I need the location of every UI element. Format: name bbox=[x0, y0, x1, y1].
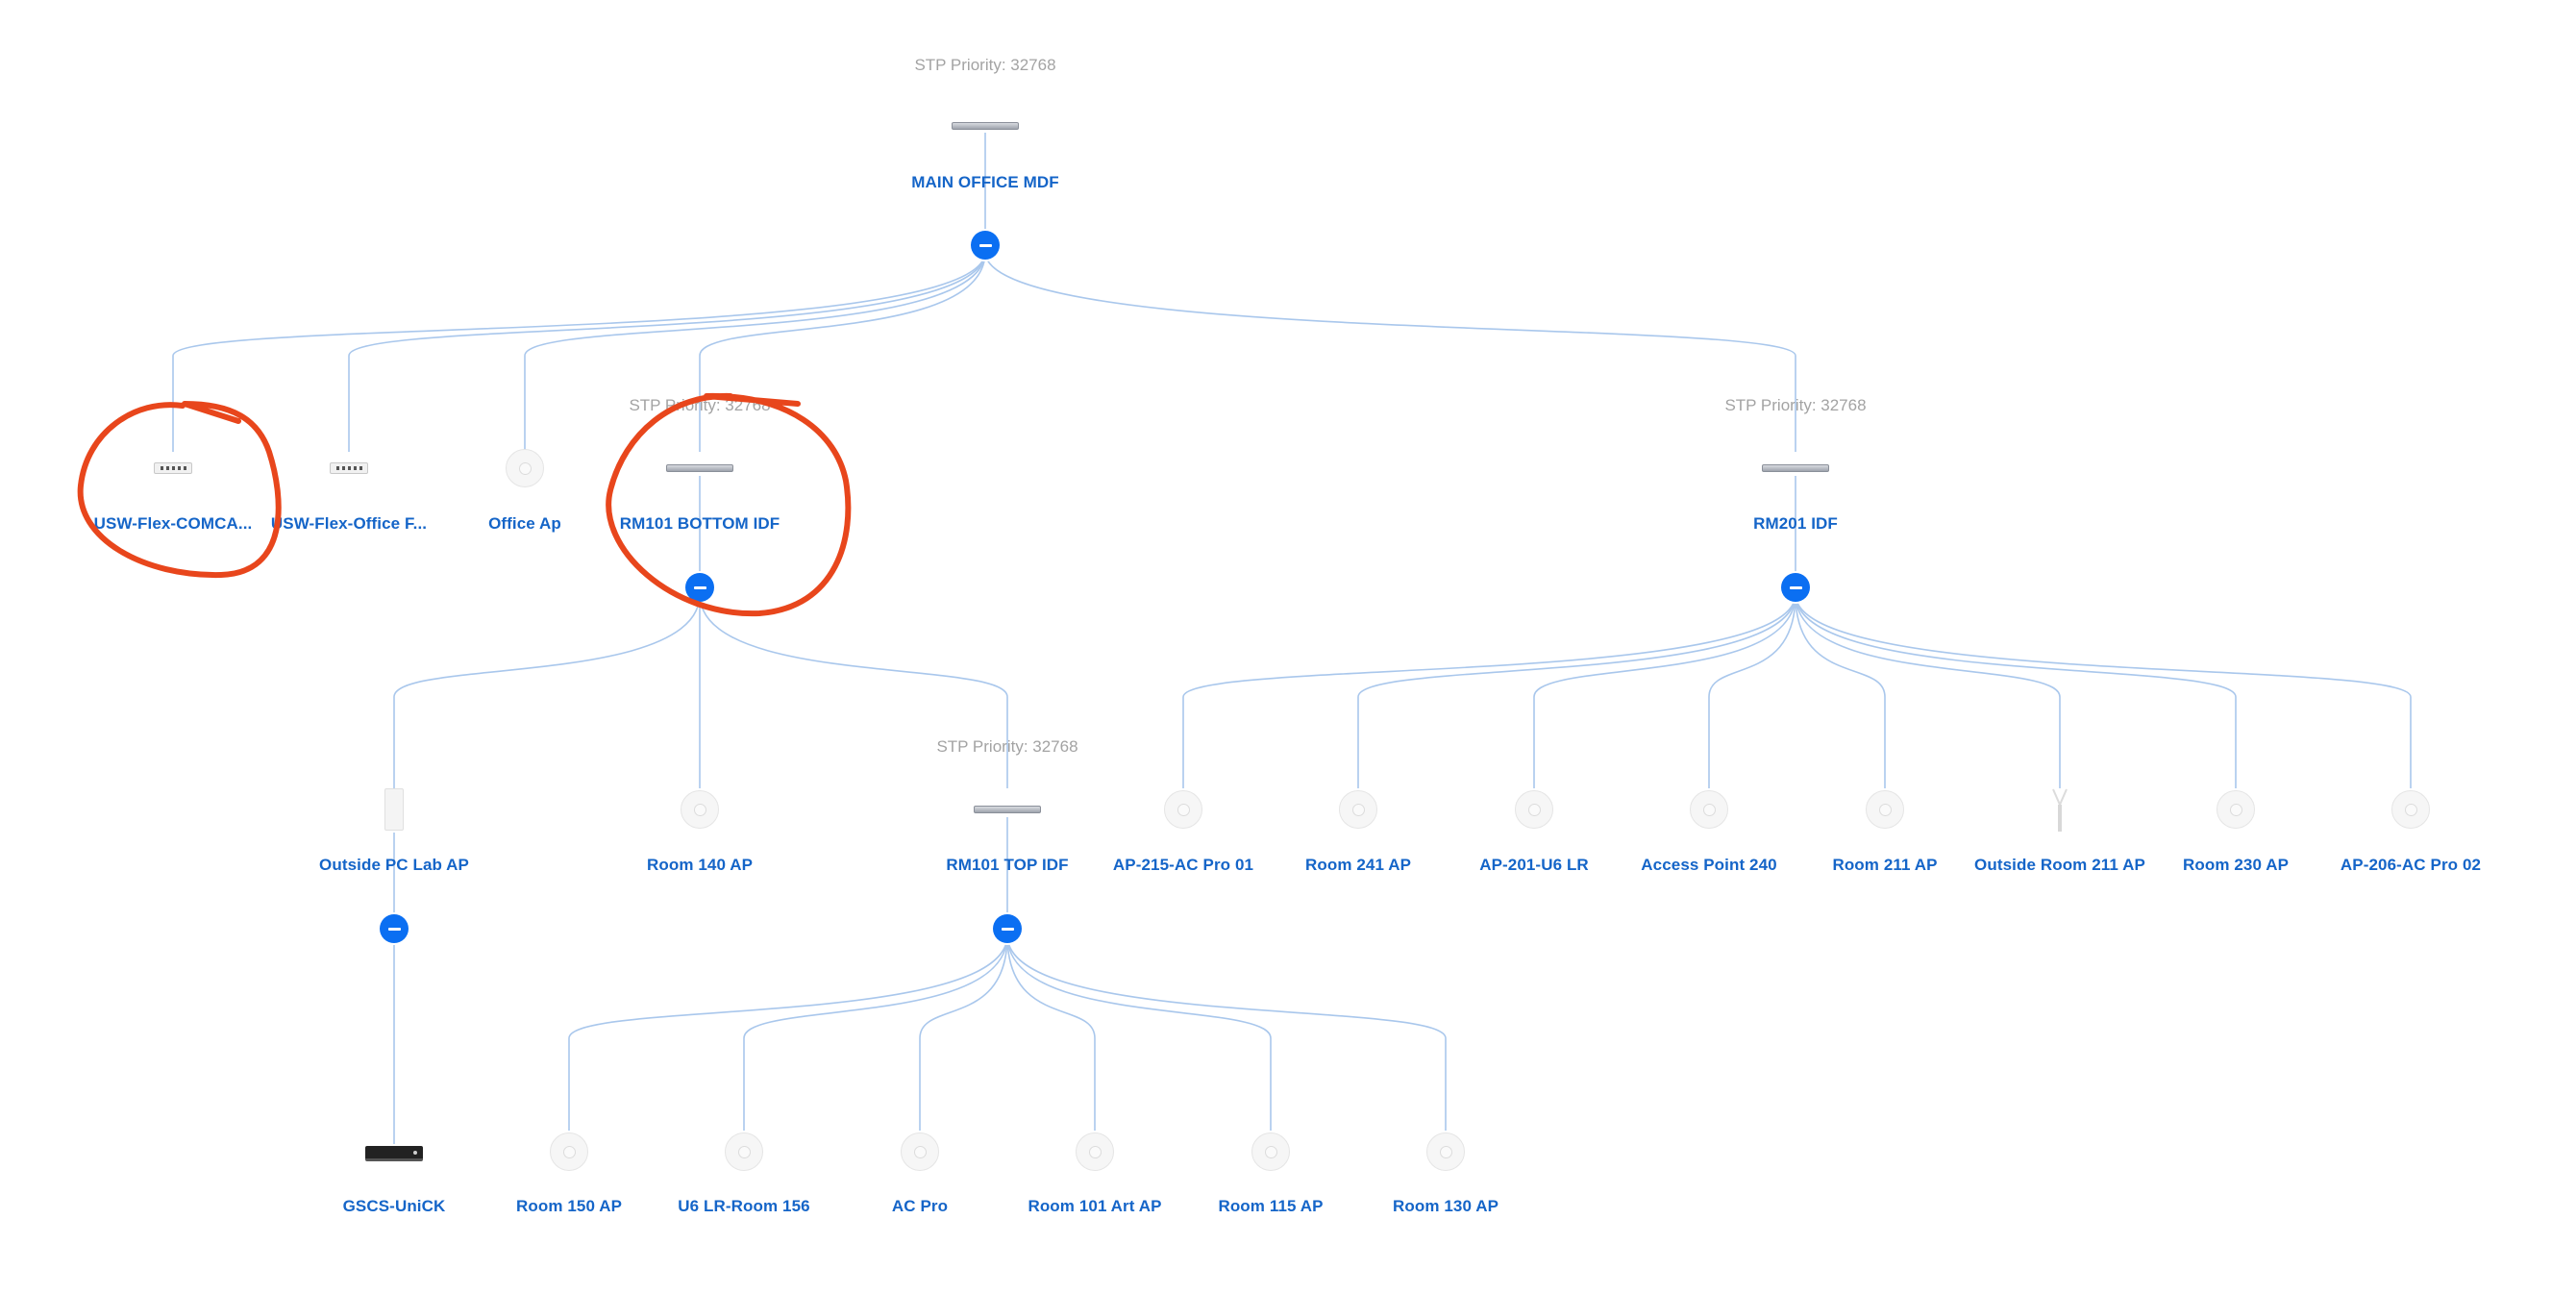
stp-priority-rm101-top: STP Priority: 32768 bbox=[936, 737, 1078, 756]
collapse-button-rm101-top[interactable] bbox=[993, 914, 1022, 943]
switch-icon[interactable] bbox=[1762, 464, 1829, 472]
cloud-key-icon[interactable] bbox=[365, 1146, 423, 1161]
link-line bbox=[1182, 593, 1796, 788]
link-line bbox=[1533, 593, 1796, 788]
access-point-icon[interactable] bbox=[1339, 790, 1377, 829]
device-outside-pc-lab-ap[interactable]: Outside PC Lab AP bbox=[319, 856, 469, 874]
access-point-icon[interactable] bbox=[1690, 790, 1728, 829]
device-ap-215-ac-pro-01[interactable]: AP-215-AC Pro 01 bbox=[1112, 856, 1254, 874]
switch-icon[interactable] bbox=[666, 464, 733, 472]
collapse-button-rm101-bottom[interactable] bbox=[685, 573, 714, 602]
link-line bbox=[699, 251, 986, 452]
device-room-101-art-ap[interactable]: Room 101 Art AP bbox=[1028, 1197, 1162, 1215]
link-line bbox=[393, 593, 701, 788]
link-line bbox=[1795, 593, 1886, 788]
access-point-icon[interactable] bbox=[725, 1132, 763, 1171]
stp-priority-main-office: STP Priority: 32768 bbox=[914, 56, 1056, 74]
device-room-130-ap[interactable]: Room 130 AP bbox=[1392, 1197, 1499, 1215]
link-line bbox=[1795, 593, 2061, 788]
link-line bbox=[172, 251, 986, 452]
device-room-241-ap[interactable]: Room 241 AP bbox=[1304, 856, 1412, 874]
access-point-icon[interactable] bbox=[1426, 1132, 1465, 1171]
switch-icon[interactable] bbox=[974, 806, 1041, 813]
link-line bbox=[1795, 593, 2237, 788]
access-point-icon[interactable] bbox=[1866, 790, 1904, 829]
link-line bbox=[699, 593, 1008, 788]
link-line bbox=[1795, 593, 2412, 788]
device-office-ap[interactable]: Office Ap bbox=[488, 514, 561, 533]
link-line bbox=[348, 251, 986, 452]
access-point-icon[interactable] bbox=[901, 1132, 939, 1171]
device-access-point-240[interactable]: Access Point 240 bbox=[1641, 856, 1777, 874]
link-line bbox=[984, 251, 1796, 452]
switch-icon[interactable] bbox=[952, 122, 1019, 130]
device-u6-lr-room-156[interactable]: U6 LR-Room 156 bbox=[678, 1197, 810, 1215]
device-usw-flex-office[interactable]: USW-Flex-Office F... bbox=[270, 514, 428, 533]
device-usw-flex-comcast[interactable]: USW-Flex-COMCA... bbox=[93, 514, 253, 533]
collapse-button-main-office[interactable] bbox=[971, 231, 1000, 260]
device-room-115-ap[interactable]: Room 115 AP bbox=[1218, 1197, 1324, 1215]
access-point-icon[interactable] bbox=[506, 449, 544, 487]
access-point-icon[interactable] bbox=[1515, 790, 1553, 829]
collapse-button-rm201[interactable] bbox=[1781, 573, 1810, 602]
device-rm201-idf[interactable]: RM201 IDF bbox=[1753, 514, 1838, 533]
device-main-office-mdf[interactable]: MAIN OFFICE MDF bbox=[911, 173, 1059, 191]
device-outside-room-211-ap[interactable]: Outside Room 211 AP bbox=[1974, 856, 2145, 874]
device-rm101-bottom-idf[interactable]: RM101 BOTTOM IDF bbox=[619, 514, 780, 533]
device-gscs-unick[interactable]: GSCS-UniCK bbox=[342, 1197, 446, 1215]
mesh-ap-icon[interactable] bbox=[384, 788, 404, 831]
access-point-icon[interactable] bbox=[2391, 790, 2430, 829]
link-line bbox=[1708, 593, 1796, 788]
link-line bbox=[1006, 934, 1447, 1131]
collapse-button-outside-pc-lab[interactable] bbox=[380, 914, 409, 943]
access-point-icon[interactable] bbox=[550, 1132, 588, 1171]
device-room-230-ap[interactable]: Room 230 AP bbox=[2182, 856, 2290, 874]
access-point-icon[interactable] bbox=[2217, 790, 2255, 829]
device-room-211-ap[interactable]: Room 211 AP bbox=[1832, 856, 1938, 874]
access-point-icon[interactable] bbox=[1076, 1132, 1114, 1171]
flex-switch-icon[interactable] bbox=[330, 462, 368, 474]
access-point-icon[interactable] bbox=[1251, 1132, 1290, 1171]
stp-priority-rm101-bottom: STP Priority: 32768 bbox=[629, 396, 771, 414]
device-ap-206-ac-pro-02[interactable]: AP-206-AC Pro 02 bbox=[2340, 856, 2482, 874]
device-ac-pro[interactable]: AC Pro bbox=[891, 1197, 949, 1215]
link-line bbox=[1006, 934, 1096, 1131]
antenna-ap-icon[interactable] bbox=[2050, 787, 2069, 832]
device-ap-201-u6-lr[interactable]: AP-201-U6 LR bbox=[1479, 856, 1589, 874]
link-line bbox=[524, 251, 986, 452]
device-room-150-ap[interactable]: Room 150 AP bbox=[515, 1197, 623, 1215]
link-line bbox=[743, 934, 1008, 1131]
stp-priority-rm201: STP Priority: 32768 bbox=[1724, 396, 1867, 414]
link-line bbox=[1357, 593, 1796, 788]
link-line bbox=[568, 934, 1008, 1131]
link-line bbox=[1006, 934, 1272, 1131]
link-line bbox=[919, 934, 1008, 1131]
access-point-icon[interactable] bbox=[681, 790, 719, 829]
device-room-140-ap[interactable]: Room 140 AP bbox=[646, 856, 754, 874]
access-point-icon[interactable] bbox=[1164, 790, 1202, 829]
device-rm101-top-idf[interactable]: RM101 TOP IDF bbox=[946, 856, 1069, 874]
flex-switch-icon[interactable] bbox=[154, 462, 192, 474]
